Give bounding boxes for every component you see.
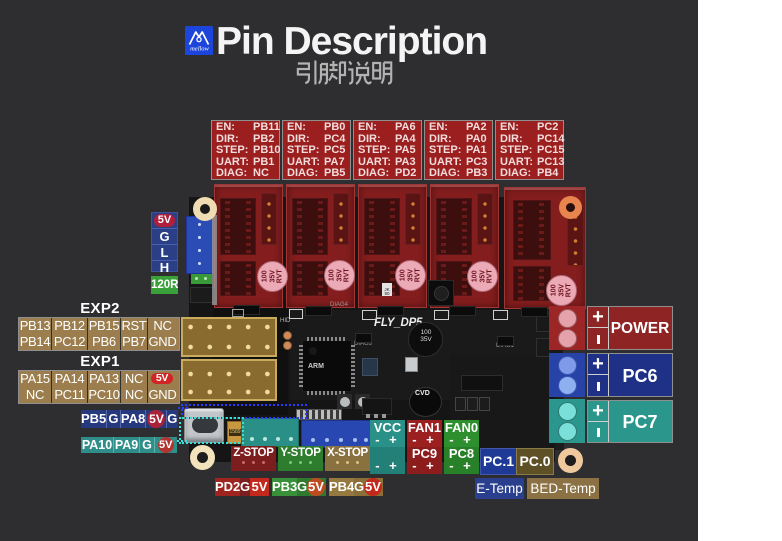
svg-text:mellow: mellow bbox=[190, 46, 209, 53]
